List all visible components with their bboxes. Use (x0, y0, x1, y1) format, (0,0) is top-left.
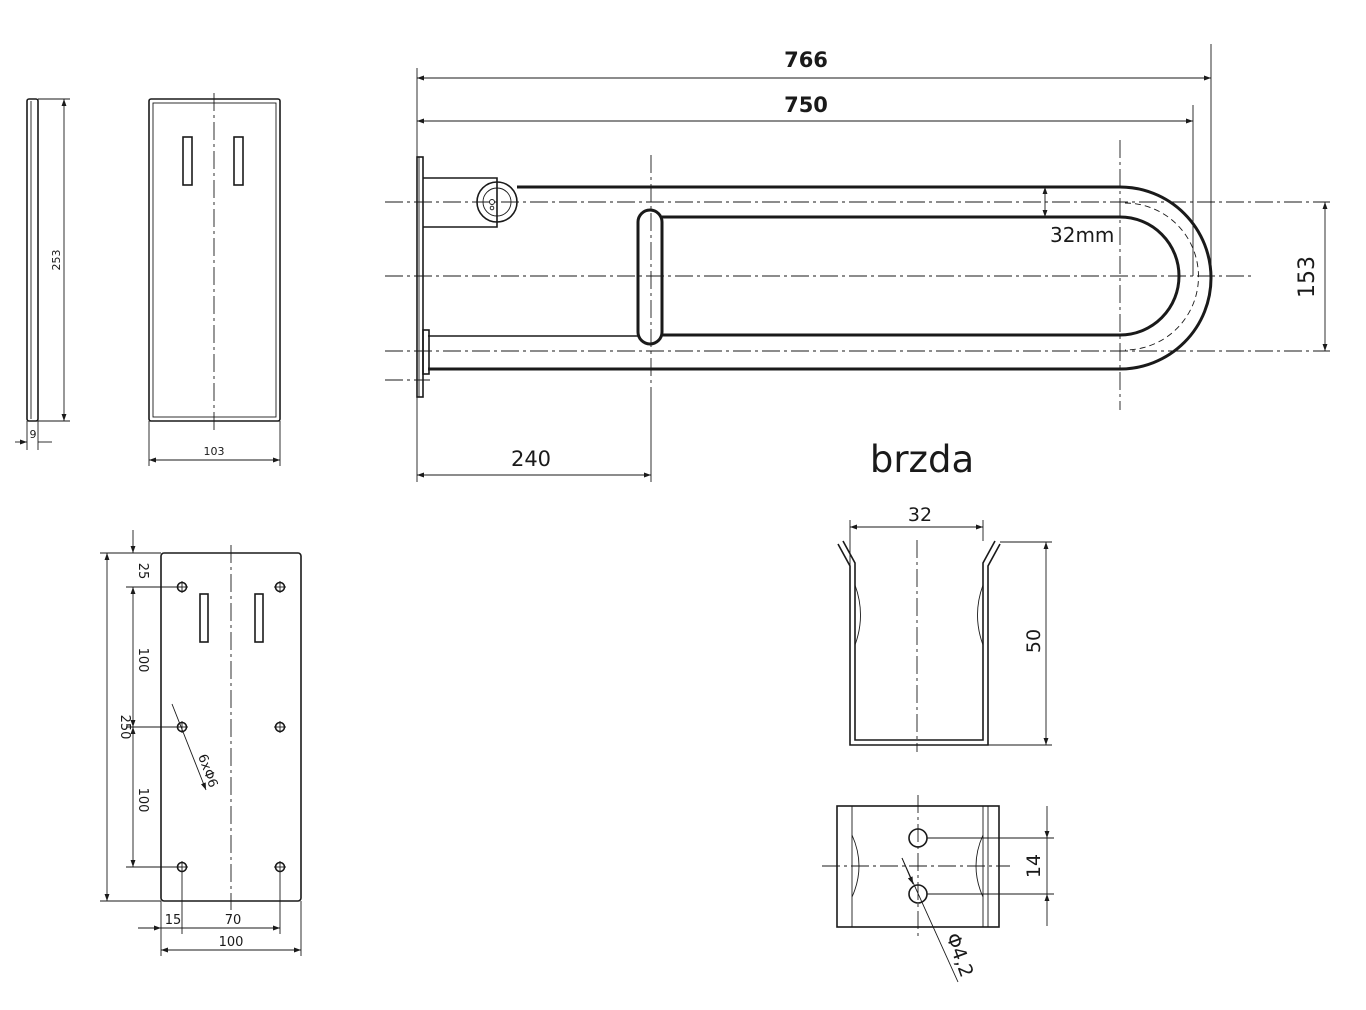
grab-bar-top-view: 766 750 32mm 153 240 (385, 44, 1330, 482)
dim-50: 50 (1023, 629, 1045, 653)
plate-front-view: 103 (148, 93, 281, 466)
dim-14: 14 (1023, 854, 1045, 878)
plate-side-view: 253 9 (15, 98, 70, 450)
dim-70: 70 (225, 913, 242, 928)
dim-100-width: 100 (219, 935, 244, 950)
mounting-plate-view: 6xΦ6 250 25 100 100 15 70 100 (100, 530, 302, 956)
dim-15: 15 (165, 913, 182, 928)
dim-103: 103 (204, 445, 225, 458)
dim-100-lower: 100 (135, 788, 150, 813)
dim-153: 153 (1295, 256, 1320, 298)
dim-4-2: Φ4,2 (941, 930, 977, 980)
dim-750: 750 (784, 93, 828, 117)
dim-250: 250 (117, 715, 132, 740)
dim-9: 9 (30, 428, 37, 441)
brake-title: brzda (870, 438, 974, 481)
brake-side-view: 32 50 (837, 504, 1052, 752)
brake-top-view: 14 Φ4,2 (822, 795, 1054, 983)
dim-100-upper: 100 (135, 648, 150, 673)
dim-240: 240 (511, 447, 551, 471)
dim-32mm: 32mm (1050, 223, 1114, 247)
dim-25: 25 (135, 563, 150, 580)
dim-766: 766 (784, 48, 828, 72)
dim-253: 253 (50, 250, 63, 271)
dim-32: 32 (908, 504, 932, 526)
